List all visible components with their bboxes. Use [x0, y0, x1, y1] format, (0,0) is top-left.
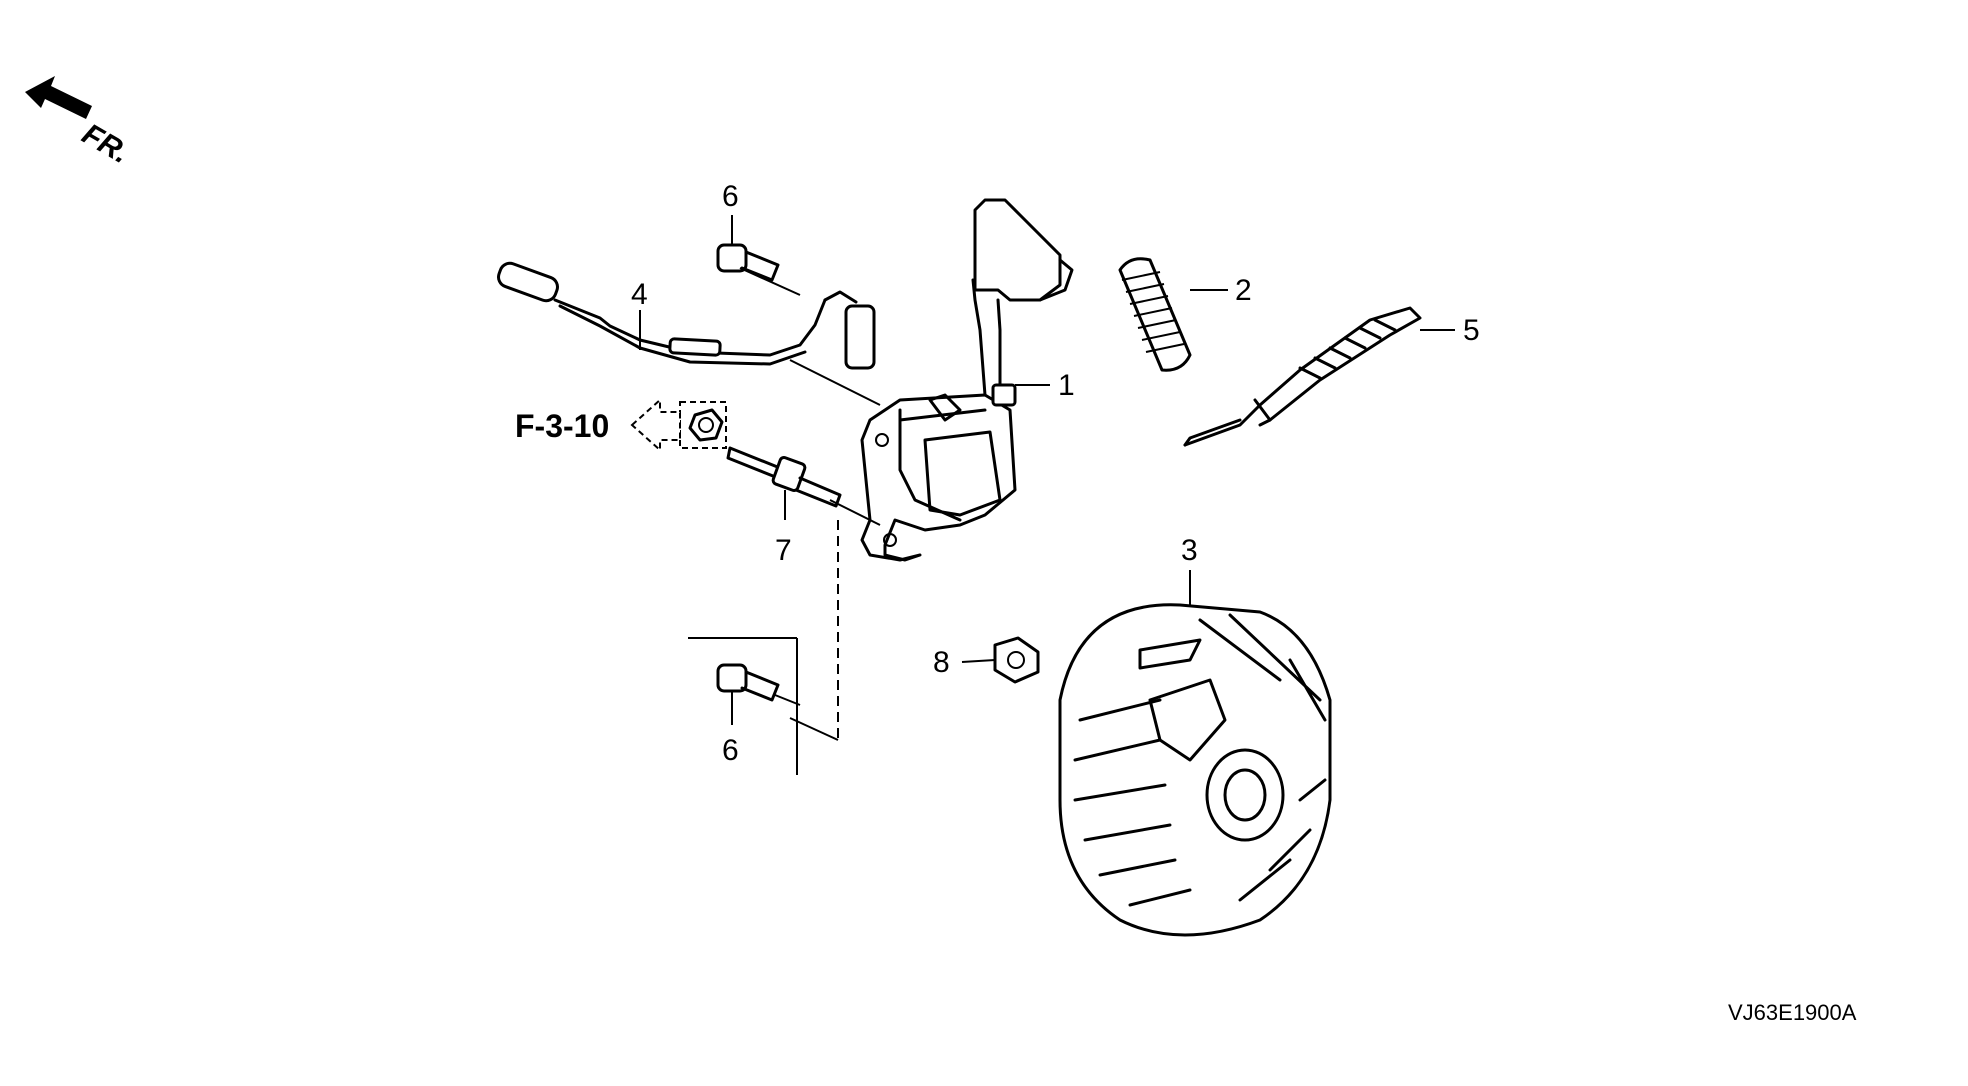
callout-5: 5: [1463, 314, 1480, 347]
bolt-bottom: [716, 663, 801, 706]
leader-lines: [639, 215, 1455, 725]
flywheel: [1058, 603, 1332, 937]
flywheel-nut: [961, 636, 1040, 684]
tie-strap: [1183, 306, 1422, 447]
callout-6-bottom: 6: [722, 734, 739, 767]
reference-arrow-icon: [630, 397, 681, 453]
callout-2: 2: [1235, 274, 1252, 307]
wire-harness: [497, 261, 881, 406]
reference-label: F-3-10: [515, 408, 609, 444]
front-arrow-icon: [25, 76, 92, 119]
spark-plug-boot: [973, 198, 1074, 302]
front-label: FR.: [77, 117, 135, 170]
callout-1: 1: [1058, 369, 1075, 402]
callout-3: 3: [1181, 534, 1198, 567]
callout-8: 8: [933, 646, 950, 679]
spring-tube: [1118, 257, 1192, 372]
ignition-coil: [860, 278, 1017, 562]
guide-lines: [688, 520, 839, 775]
callout-6-top: 6: [722, 180, 739, 213]
reference-nut: [679, 401, 727, 449]
stud-bolt: [726, 446, 881, 526]
callout-7: 7: [775, 534, 792, 567]
bolt-top: [716, 243, 801, 296]
drawing-code: VJ63E1900A: [1728, 1000, 1857, 1025]
callout-4: 4: [631, 278, 648, 311]
